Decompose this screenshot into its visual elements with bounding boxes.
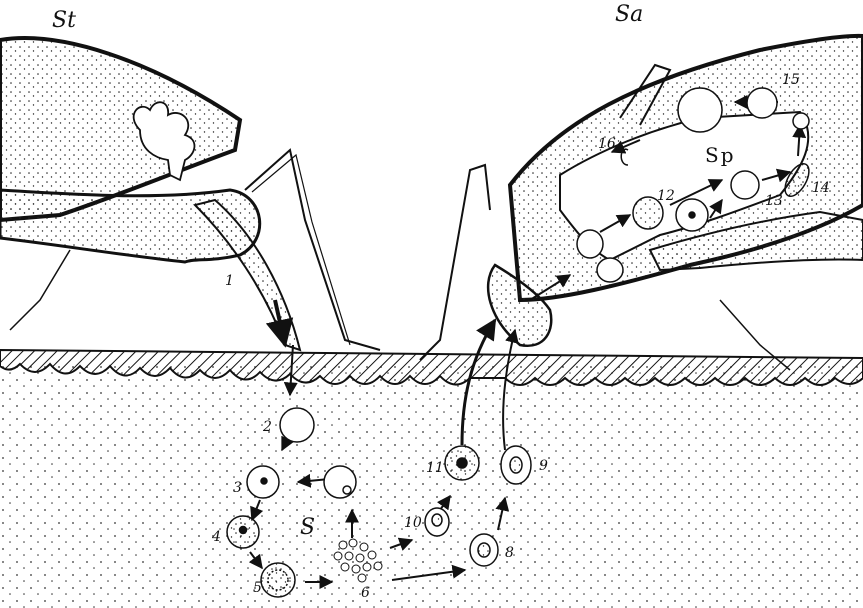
stage-label-14: 14 <box>812 180 830 196</box>
stage-label-13: 13 <box>765 193 783 209</box>
stage-label-15: 15 <box>782 72 800 88</box>
stage-label-2: 2 <box>262 419 272 435</box>
stage-label-6: 6 <box>361 585 370 601</box>
stage-label-4: 4 <box>211 529 221 545</box>
host-tissue <box>0 350 863 608</box>
stage-unlabeled-cell <box>324 466 356 498</box>
stage-label-8: 8 <box>505 545 514 561</box>
stage-13-cell <box>731 171 759 199</box>
stage-label-3: 3 <box>233 480 242 496</box>
stage-label-1: 1 <box>225 273 234 289</box>
stage-label-5: 5 <box>253 580 262 596</box>
label-s: S <box>300 515 315 540</box>
label-sp: Sp <box>705 143 736 167</box>
stage-5-cell <box>261 563 295 597</box>
stage-label-12: 12 <box>657 188 675 204</box>
stage-label-11: 11 <box>426 460 444 476</box>
stage-label-9: 9 <box>539 458 548 474</box>
left-insect-body <box>0 38 380 350</box>
stage-label-10: 10 <box>404 515 422 531</box>
label-sa: Sa <box>615 2 643 27</box>
stage-2-cell <box>280 408 314 442</box>
stage-label-16: 16 <box>598 136 616 152</box>
label-st: St <box>52 8 76 33</box>
stage-15-cell <box>747 88 777 118</box>
